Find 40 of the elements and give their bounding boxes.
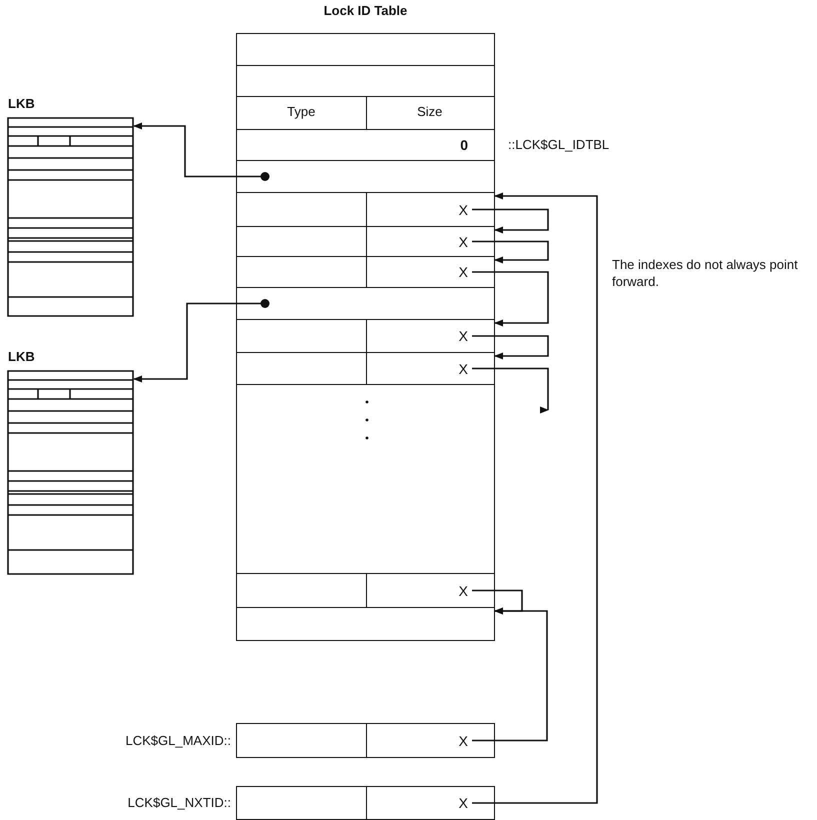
table-row [236, 192, 495, 227]
x-mark: X [458, 234, 468, 250]
column-header: Type [286, 104, 316, 119]
table-row [236, 319, 495, 353]
x-mark: X [458, 328, 468, 344]
cell-value: 0 [460, 137, 468, 153]
table-row [236, 384, 495, 574]
table-row [236, 287, 495, 320]
table-row [236, 607, 495, 641]
address-label: ::LCK$GL_IDTBL [508, 137, 610, 152]
table-row [236, 352, 495, 385]
arrow [472, 368, 552, 411]
x-mark: X [458, 732, 468, 748]
table-title: Lock ID Table [322, 3, 408, 18]
arrow [472, 240, 549, 264]
arrow [472, 607, 548, 742]
x-mark: X [458, 360, 468, 376]
arrow [133, 299, 270, 383]
x-mark: X [458, 202, 468, 218]
table-row [236, 226, 495, 257]
address-label: LCK$GL_NXTID:: [128, 795, 231, 810]
column-header: Size [416, 104, 444, 119]
arrow [472, 335, 549, 360]
table-row [236, 160, 495, 193]
table-row [236, 256, 495, 288]
block-title: LKB [8, 96, 35, 111]
x-mark: X [458, 264, 468, 280]
arrow [472, 192, 598, 804]
arrow [472, 271, 549, 327]
x-mark: X [458, 582, 468, 598]
block-title: LKB [8, 349, 35, 364]
table-row [236, 65, 495, 97]
arrow [133, 122, 270, 181]
table-row [236, 96, 495, 130]
table-row [236, 573, 495, 608]
arrow [472, 208, 549, 234]
x-mark: X [458, 795, 468, 811]
address-label: LCK$GL_MAXID:: [126, 732, 231, 748]
note-text: The indexes do not always point forward. [612, 256, 799, 290]
table-row [236, 33, 495, 66]
